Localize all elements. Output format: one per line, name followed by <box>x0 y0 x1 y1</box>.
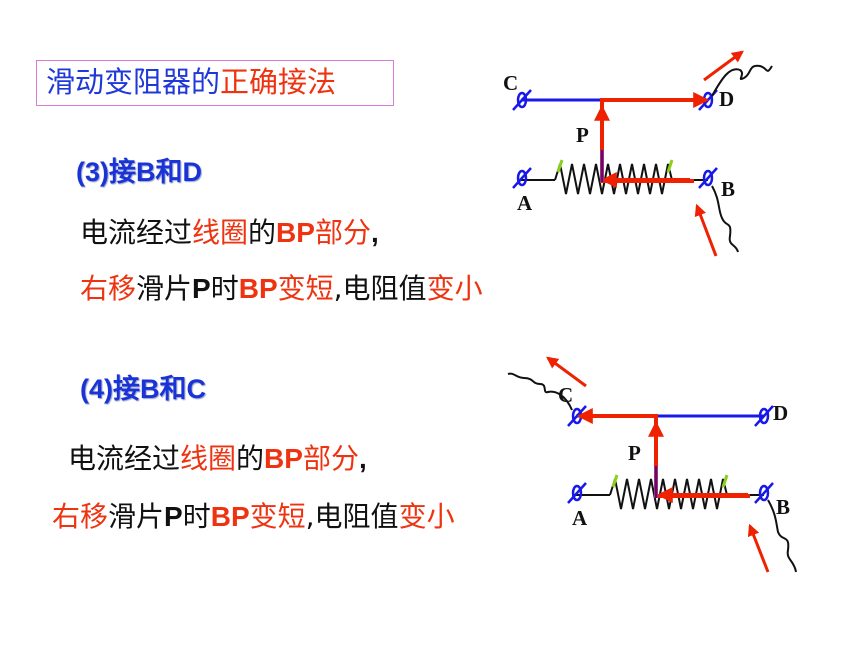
label-d: D <box>773 401 788 425</box>
text-segment: 滑片 <box>136 272 193 305</box>
label-b: B <box>776 495 790 519</box>
case4-line2: 右移滑片P时BP变短,电阻值变小 <box>52 498 455 536</box>
text-segment: 线圈 <box>180 442 237 475</box>
text-segment: 的 <box>236 442 265 475</box>
case4-line1: 电流经过线圈的BP部分, <box>68 440 367 478</box>
current-path <box>600 98 700 183</box>
text-segment: 电流经过 <box>68 442 181 475</box>
label-c: C <box>503 71 518 95</box>
lead-wire-c <box>507 372 573 411</box>
label-p: P <box>628 441 641 465</box>
text-segment: 滑片 <box>108 500 165 533</box>
text-segment: 变小 <box>398 500 455 533</box>
text-segment: , <box>358 443 367 474</box>
text-segment: 部分 <box>314 216 371 249</box>
terminal-screws <box>512 89 718 189</box>
case3-line2: 右移滑片P时BP变短,电阻值变小 <box>80 270 483 308</box>
text-segment: 右移 <box>52 500 109 533</box>
page-title: 滑动变阻器的正确接法 <box>46 62 336 102</box>
text-segment: 右移 <box>80 272 137 305</box>
text-segment: ,电阻值 <box>333 272 427 305</box>
text-segment: ,电阻值 <box>305 500 399 533</box>
lead-wire-b <box>711 185 739 253</box>
rheostat-diagram-bc: C D P A B <box>507 356 797 573</box>
coil <box>609 478 728 510</box>
text-segment: P <box>164 501 183 532</box>
text-segment: 变小 <box>426 272 483 305</box>
coil-end-mark <box>611 474 619 488</box>
label-p: P <box>576 123 589 147</box>
case3-heading: (3)接B和D <box>76 157 202 187</box>
text-segment: 的 <box>248 216 277 249</box>
case3-line1: 电流经过线圈的BP部分, <box>80 214 379 252</box>
text-segment: 电流经过 <box>80 216 193 249</box>
text-segment: 变短 <box>277 272 334 305</box>
label-c: C <box>558 383 573 407</box>
text-segment: 变短 <box>249 500 306 533</box>
title-part2: 正确接法 <box>220 65 337 99</box>
text-segment: BP <box>210 501 250 532</box>
text-segment: BP <box>276 217 315 248</box>
current-direction-arrow <box>546 356 587 388</box>
text-segment: 部分 <box>302 442 359 475</box>
text-segment: , <box>370 217 379 248</box>
label-d: D <box>719 87 734 111</box>
current-direction-arrow <box>703 50 744 82</box>
coil-end-mark <box>666 159 674 173</box>
label-a: A <box>517 191 533 215</box>
lead-wire-d <box>711 64 773 97</box>
current-direction-arrow <box>694 203 718 257</box>
text-segment: BP <box>264 443 303 474</box>
coil <box>554 163 673 195</box>
text-segment: P <box>192 273 211 304</box>
case4-heading: (4)接B和C <box>80 374 206 404</box>
text-segment: 时 <box>182 500 211 533</box>
current-direction-arrow <box>747 523 770 573</box>
text-segment: 时 <box>210 272 239 305</box>
terminal-screws <box>567 405 774 504</box>
text-segment: BP <box>238 273 278 304</box>
rheostat-diagram-bd: C D P A B <box>503 50 773 257</box>
title-frame <box>36 60 394 106</box>
coil-end-mark <box>721 474 729 488</box>
text-segment: 线圈 <box>192 216 249 249</box>
label-a: A <box>572 506 588 530</box>
title-part1: 滑动变阻器的 <box>46 65 221 99</box>
coil-end-mark <box>556 159 564 173</box>
label-b: B <box>721 177 735 201</box>
lead-wire-b <box>767 499 797 573</box>
